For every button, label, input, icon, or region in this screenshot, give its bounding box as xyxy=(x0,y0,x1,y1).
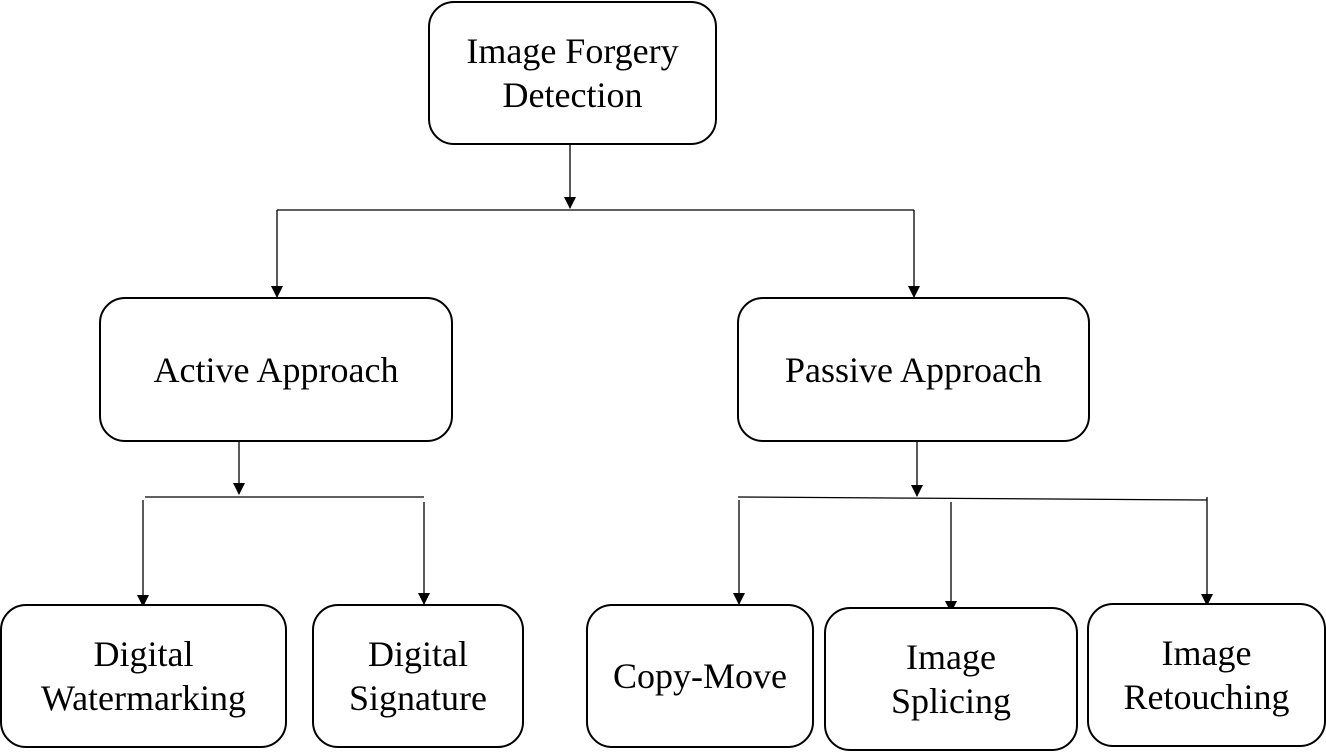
digital-watermarking-node: Digital Watermarking xyxy=(0,604,287,748)
passive-approach-node: Passive Approach xyxy=(737,297,1090,442)
splicing-label-line2: Splicing xyxy=(890,681,1011,721)
root-label-line2: Detection xyxy=(502,75,643,115)
image-splicing-node: Image Splicing xyxy=(824,607,1078,751)
signature-label-line2: Signature xyxy=(349,678,487,718)
watermarking-label-line2: Watermarking xyxy=(40,678,246,718)
splicing-label-line1: Image xyxy=(906,637,996,677)
passive-branch-bar xyxy=(737,496,1208,501)
copy-move-node: Copy-Move xyxy=(586,604,814,748)
root-label-line1: Image Forgery xyxy=(466,31,679,71)
digital-signature-node: Digital Signature xyxy=(312,604,524,748)
root-node: Image Forgery Detection xyxy=(428,1,717,145)
watermarking-label-line1: Digital xyxy=(93,634,194,674)
retouching-label-line1: Image xyxy=(1161,633,1252,673)
passive-approach-label: Passive Approach xyxy=(785,349,1042,390)
retouching-label-line2: Retouching xyxy=(1123,677,1290,717)
active-approach-label: Active Approach xyxy=(153,349,399,390)
image-retouching-node: Image Retouching xyxy=(1087,603,1326,747)
copy-move-label: Copy-Move xyxy=(613,656,787,696)
active-approach-node: Active Approach xyxy=(99,297,453,442)
signature-label-line1: Digital xyxy=(368,634,468,674)
